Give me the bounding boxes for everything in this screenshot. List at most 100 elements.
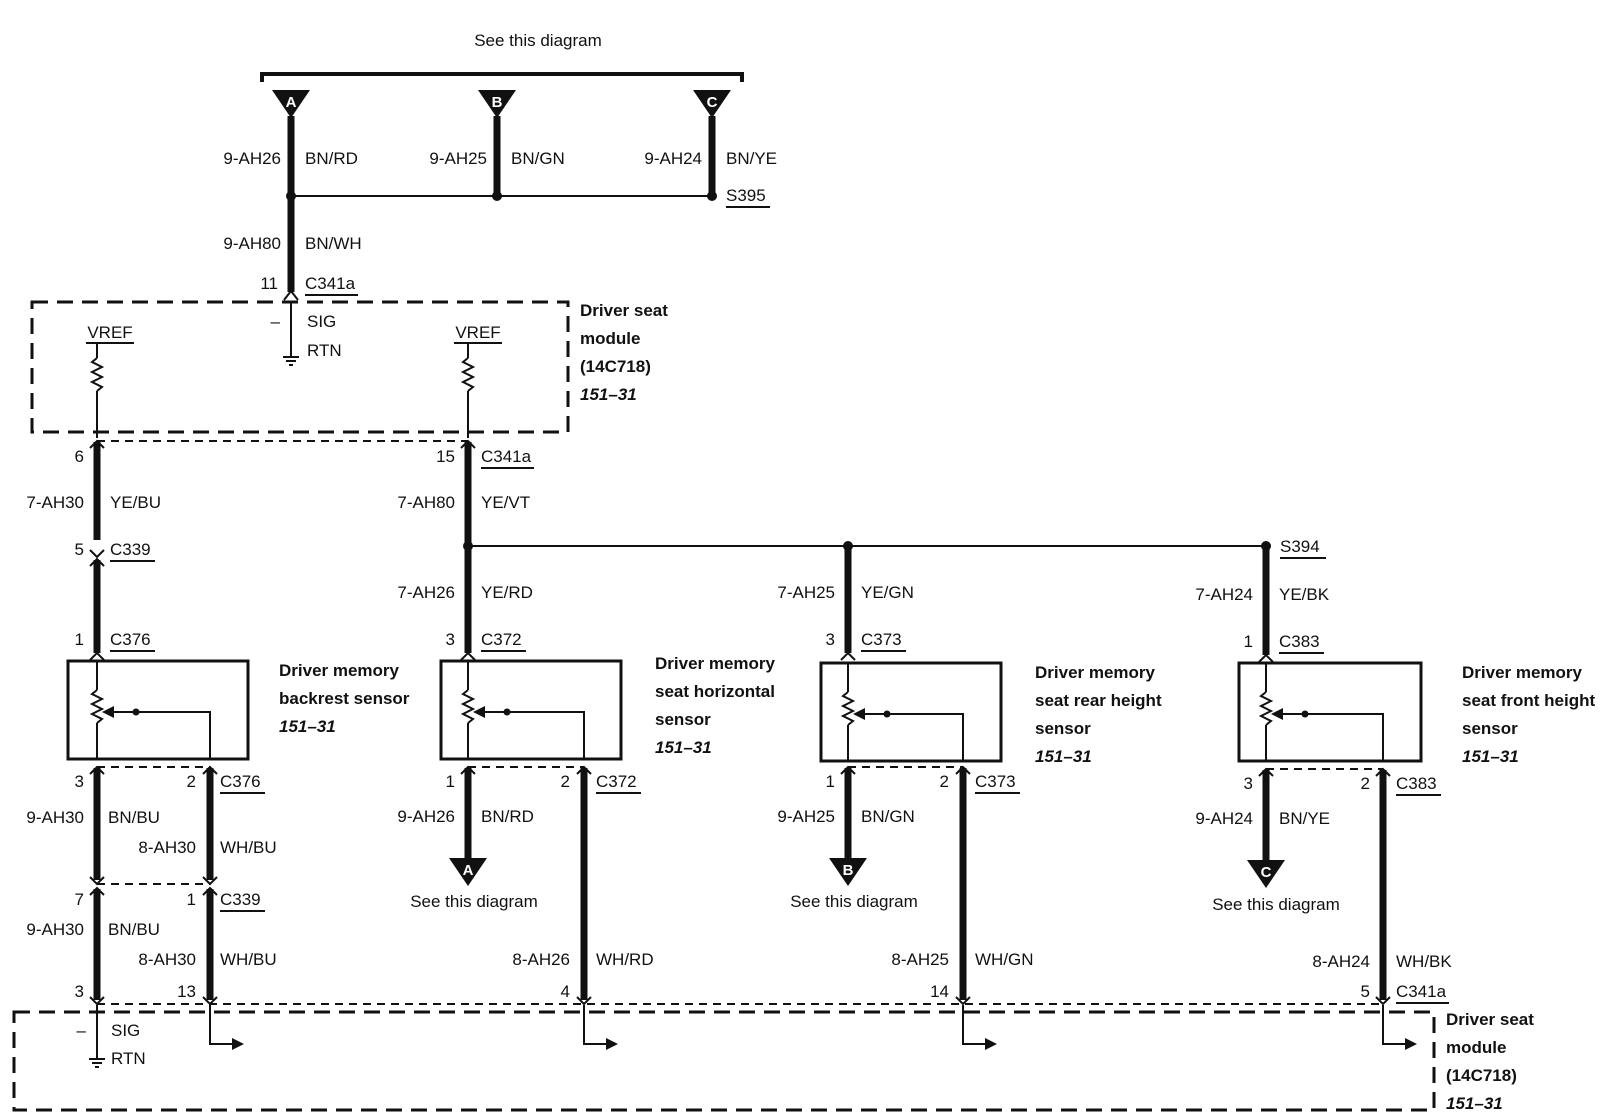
sensor-box — [66, 659, 250, 761]
connector-a-bottom: A — [449, 858, 487, 886]
svg-text:Driver memory: Driver memory — [655, 654, 776, 673]
circuit-label: 7-AH25 — [777, 583, 835, 602]
c376-lower-label: C376 — [220, 772, 261, 791]
svg-text:A: A — [463, 862, 474, 879]
svg-text:151–31: 151–31 — [1462, 747, 1519, 766]
svg-text:sensor: sensor — [1035, 719, 1091, 738]
circuit-9-ah26-label: 9-AH26 — [223, 149, 281, 168]
svg-text:C373: C373 — [861, 630, 902, 649]
connector-label: C372 — [596, 772, 637, 791]
connector-mark — [202, 876, 218, 886]
pin-label: 1 — [446, 772, 455, 791]
pin-11-label: 11 — [260, 274, 278, 293]
color-label: BN/YE — [1279, 809, 1330, 828]
module-input-stub — [962, 1005, 997, 1050]
ground-icon — [283, 356, 299, 366]
pin-3-backrest: 3 — [75, 772, 84, 791]
c341a-bottom-label: C341a — [1396, 982, 1447, 1001]
svg-text:seat horizontal: seat horizontal — [655, 682, 775, 701]
splice-s394-label: S394 — [1280, 537, 1320, 556]
connector-mark — [89, 765, 105, 775]
svg-text:Driver memory: Driver memory — [1462, 663, 1583, 682]
see-diagram-label: See this diagram — [790, 892, 918, 911]
driver-seat-module-bottom-box — [12, 1010, 1436, 1112]
circuit-8-ah30-label: 8-AH30 — [138, 838, 196, 857]
pin-label: 1 — [826, 772, 835, 791]
svg-text:C: C — [1261, 864, 1272, 881]
sensor-in-pin: 1 — [75, 630, 84, 649]
module-top-title-1: Driver seat — [580, 301, 668, 320]
sig-bottom-label: SIG — [111, 1021, 140, 1040]
connector-mark — [840, 765, 856, 775]
connector-mark — [460, 765, 476, 775]
pin-6-label: 6 — [75, 447, 84, 466]
sensor-seat-rear-height: 3 C373 Driver memory seat rear height se… — [819, 630, 1162, 766]
see-diagram-label: See this diagram — [410, 892, 538, 911]
vref-left-label: VREF — [87, 323, 132, 342]
connector-mark — [202, 765, 218, 775]
vref-mid-label: VREF — [455, 323, 500, 342]
sensor-seat-horizontal: 3 C372 Driver memory seat horizontal sen… — [439, 630, 776, 761]
color-bn-wh-label: BN/WH — [305, 234, 362, 253]
color-label: BN/GN — [861, 807, 915, 826]
module-top-part: (14C718) — [580, 357, 651, 376]
pin-label: 2 — [1361, 774, 1370, 793]
color-label: WH/BK — [1396, 952, 1452, 971]
sensor-box — [1237, 661, 1423, 763]
connector-mark — [460, 439, 476, 449]
color-bn-bu-label: BN/BU — [108, 808, 160, 827]
see-diagram-bracket — [260, 72, 744, 82]
sig-minus-bottom: – — [77, 1021, 87, 1040]
module-top-ref: 151–31 — [580, 385, 637, 404]
module-input-stub — [209, 1005, 244, 1050]
splice-s395-label: S395 — [726, 186, 766, 205]
module-input-stub — [1382, 1005, 1417, 1050]
c341a-mid-label: C341a — [481, 447, 532, 466]
circuit-label: 8-AH26 — [512, 950, 570, 969]
module-bottom-part: (14C718) — [1446, 1066, 1517, 1085]
color-ye-rd-label: YE/RD — [481, 583, 533, 602]
pin-13-module-label: 13 — [177, 982, 196, 1001]
module-top-title-2: module — [580, 329, 640, 348]
connector-mark — [283, 289, 299, 301]
module-bottom-title-2: module — [1446, 1038, 1506, 1057]
sensor-box — [819, 661, 1003, 763]
circuit-label: 9-AH26 — [397, 807, 455, 826]
color-bn-bu-lower-label: BN/BU — [108, 920, 160, 939]
connector-mark — [89, 876, 105, 886]
connector-mark — [1258, 767, 1274, 777]
sensor-box — [439, 659, 623, 761]
pin-15-label: 15 — [436, 447, 455, 466]
connector-label: C373 — [975, 772, 1016, 791]
rtn-top-label: RTN — [307, 341, 342, 360]
color-label: YE/BK — [1279, 585, 1330, 604]
pin-3-module-label: 3 — [75, 982, 84, 1001]
svg-text:3: 3 — [826, 630, 835, 649]
pin-1-c339-label: 1 — [187, 890, 196, 909]
connector-c-top: C — [693, 90, 731, 118]
svg-text:C383: C383 — [1279, 632, 1320, 651]
c341a-top-label: C341a — [305, 274, 356, 293]
connector-mark — [1375, 767, 1391, 777]
color-label: WH/GN — [975, 950, 1034, 969]
circuit-7-ah30-label: 7-AH30 — [26, 493, 84, 512]
connector-mark — [576, 765, 592, 775]
module-bottom-ref: 151–31 — [1446, 1094, 1503, 1113]
connector-mark — [202, 886, 218, 896]
sensor-seat-front-height: 1 C383 Driver memory seat front height s… — [1237, 632, 1596, 766]
connector-mark — [89, 439, 105, 449]
circuit-7-ah26-label: 7-AH26 — [397, 583, 455, 602]
connector-mark — [955, 765, 971, 775]
color-ye-vt-label: YE/VT — [481, 493, 530, 512]
sensor-backrest: 1 C376 Driver memory backrest sensor 151… — [66, 630, 410, 761]
module-bottom-title-1: Driver seat — [1446, 1010, 1534, 1029]
circuit-9-ah25-label: 9-AH25 — [429, 149, 487, 168]
sig-top-label: SIG — [307, 312, 336, 331]
connector-a-top: A — [272, 90, 310, 118]
connector-b-top: B — [478, 90, 516, 118]
circuit-label: 9-AH25 — [777, 807, 835, 826]
connector-b-top-letter: B — [492, 94, 503, 111]
connector-c-top-letter: C — [707, 94, 718, 111]
sensor-ref: 151–31 — [279, 717, 336, 736]
